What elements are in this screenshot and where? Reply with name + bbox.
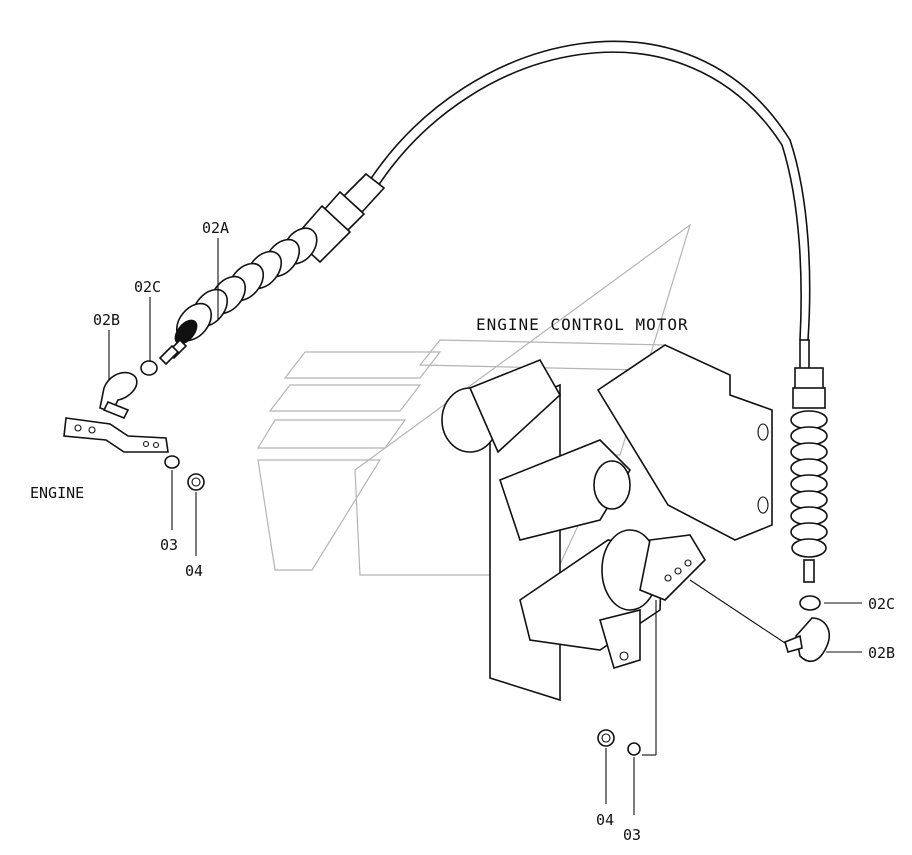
nut-02c-right (799, 595, 821, 611)
nut-02c-left (140, 360, 158, 376)
washer-03-left (164, 455, 180, 469)
part-labels: 02A 02C 02B 03 04 02C 02B 04 03 ENGINE C… (30, 219, 895, 844)
label-joint-left: 02B (93, 311, 120, 329)
washer-03-bottom (627, 742, 641, 756)
right-hardware (597, 595, 830, 756)
label-nut-left: 02C (134, 278, 161, 296)
label-washer-left: 03 (160, 536, 178, 554)
label-locknut-left: 04 (185, 562, 203, 580)
label-cable: 02A (202, 219, 229, 237)
motor-lever (639, 534, 707, 601)
control-cable (369, 40, 811, 341)
leader-lines (108, 238, 862, 815)
locknut-04-left (187, 473, 205, 491)
label-joint-right: 02B (868, 644, 895, 662)
diagram-title: ENGINE CONTROL MOTOR (476, 315, 689, 334)
engine-label: ENGINE (30, 484, 84, 502)
label-locknut-bottom: 04 (596, 811, 614, 829)
label-washer-bottom: 03 (623, 826, 641, 844)
cable-end-left (158, 172, 386, 366)
left-hardware (63, 360, 205, 491)
ball-joint-02b-right (795, 617, 830, 663)
cable-end-right (790, 339, 828, 583)
engine-control-motor (441, 344, 773, 702)
mounting-bracket (596, 344, 773, 541)
locknut-04-bottom (597, 729, 615, 747)
label-nut-right: 02C (868, 595, 895, 613)
engine-lever (63, 417, 169, 453)
